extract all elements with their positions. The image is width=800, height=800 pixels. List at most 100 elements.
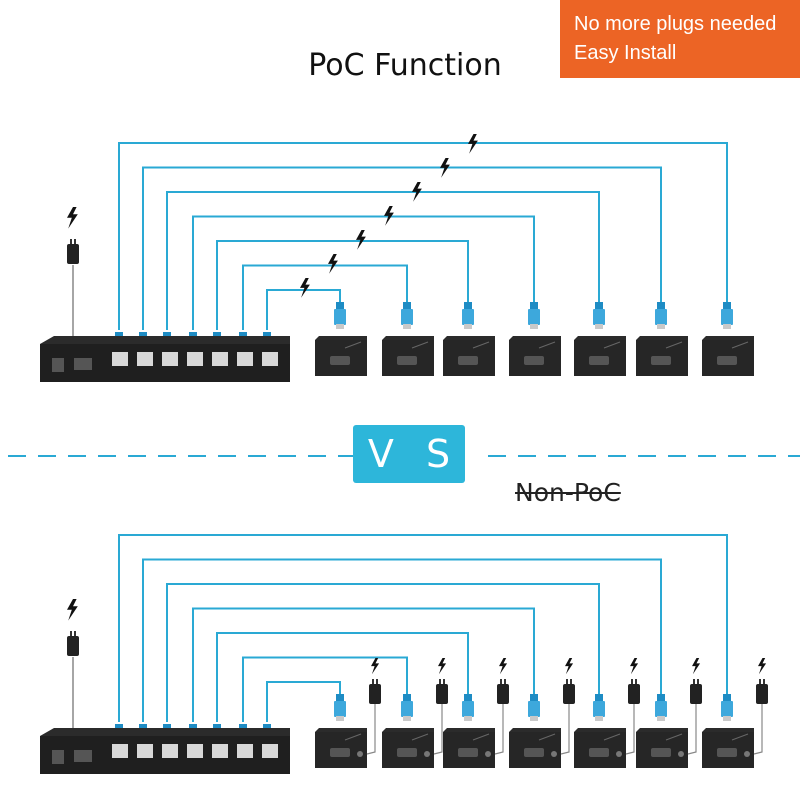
receiver-dc-jack [424, 751, 430, 757]
receiver-dc-jack [678, 751, 684, 757]
receiver-hdmi-port [524, 748, 544, 757]
hdmi-receiver-icon [702, 336, 754, 376]
network-cable [266, 681, 341, 722]
adapter-cable [687, 704, 697, 755]
lightning-icon [438, 658, 447, 675]
receiver-dc-jack [616, 751, 622, 757]
connector-tip [723, 324, 731, 329]
connector-boot [403, 694, 411, 702]
adapter-prong [439, 679, 441, 684]
rj45-connector-icon [655, 302, 667, 329]
connector-boot [723, 694, 731, 702]
adapter-prong [74, 239, 76, 244]
splitter-rj45-port [112, 744, 128, 758]
hdmi-receiver-icon [702, 728, 754, 768]
splitter-rj45-port [162, 744, 178, 758]
connector-tip [530, 716, 538, 721]
adapter-prong [693, 679, 695, 684]
lightning-icon [440, 158, 450, 178]
lightning-icon [758, 658, 767, 675]
splitter-rj45-port [187, 352, 203, 366]
adapter-body [756, 684, 768, 704]
receiver-hdmi-port [330, 356, 350, 365]
connector-boot [657, 302, 665, 310]
receiver-mark [538, 733, 556, 741]
adapter-body [67, 636, 79, 656]
feature-badge: No more plugs needed Easy Install [560, 0, 800, 78]
splitter-rj45-port [237, 744, 253, 758]
hdmi-receiver-icon [574, 336, 626, 376]
hdmi-receiver-icon [315, 336, 367, 376]
receiver-mark [344, 341, 362, 349]
adapter-prong [70, 239, 72, 244]
connector-tip [657, 716, 665, 721]
network-cable [242, 264, 408, 330]
rj45-connector-icon [528, 694, 540, 721]
rj45-connector-icon [334, 302, 346, 329]
splitter-hdmi-port [74, 750, 92, 762]
rj45-connector-icon [401, 694, 413, 721]
adapter-cable [753, 704, 763, 755]
receiver-hdmi-port [589, 748, 609, 757]
receiver-mark [731, 341, 749, 349]
receiver-hdmi-port [524, 356, 544, 365]
rj45-connector-icon [593, 694, 605, 721]
network-cable [166, 583, 600, 722]
adapter-prong [631, 679, 633, 684]
receiver-mark [603, 733, 621, 741]
receiver-mark [603, 341, 621, 349]
receiver-dc-jack [551, 751, 557, 757]
receiver-mark [472, 733, 490, 741]
receiver-mark [472, 341, 490, 349]
splitter-rj45-port [137, 352, 153, 366]
power-adapter-icon [369, 679, 381, 704]
splitter-rj45-port [187, 744, 203, 758]
receiver-mark [344, 733, 362, 741]
connector-boot [595, 302, 603, 310]
connector-body [401, 701, 413, 717]
hdmi-receiver-icon [574, 728, 626, 768]
connector-boot [723, 302, 731, 310]
receiver-hdmi-port [651, 356, 671, 365]
connector-body [721, 701, 733, 717]
lightning-icon [384, 206, 394, 226]
splitter-rj45-port [162, 352, 178, 366]
adapter-body [563, 684, 575, 704]
lightning-icon [67, 599, 78, 621]
splitter-hdmi-port [74, 358, 92, 370]
connector-body [655, 701, 667, 717]
network-cable [192, 215, 535, 330]
lightning-icon [412, 182, 422, 202]
hdmi-receiver-icon [382, 336, 434, 376]
lightning-icon [300, 278, 310, 298]
rj45-connector-icon [462, 302, 474, 329]
adapter-prong [759, 679, 761, 684]
hdmi-splitter-icon [40, 728, 290, 774]
adapter-body [497, 684, 509, 704]
receiver-mark [538, 341, 556, 349]
lightning-icon [468, 134, 478, 154]
lightning-icon [371, 658, 380, 675]
splitter-rj45-port [137, 744, 153, 758]
receiver-mark [731, 733, 749, 741]
vs-label: V S [353, 425, 465, 483]
network-cable [242, 656, 408, 722]
power-adapter-icon [563, 679, 575, 704]
adapter-cable [433, 704, 443, 755]
network-cable [142, 558, 662, 722]
splitter-rj45-port [112, 352, 128, 366]
receiver-hdmi-port [651, 748, 671, 757]
connector-body [721, 309, 733, 325]
network-cable [192, 607, 535, 722]
network-cable [118, 534, 728, 722]
non-poc-title: Non-PoC [515, 478, 621, 507]
network-cable [266, 289, 341, 330]
splitter-power-port [52, 750, 64, 764]
connector-boot [530, 302, 538, 310]
rj45-connector-icon [593, 302, 605, 329]
rj45-connector-icon [401, 302, 413, 329]
adapter-body [369, 684, 381, 704]
hdmi-receiver-icon [443, 728, 495, 768]
connector-tip [595, 324, 603, 329]
splitter-rj45-port [237, 352, 253, 366]
